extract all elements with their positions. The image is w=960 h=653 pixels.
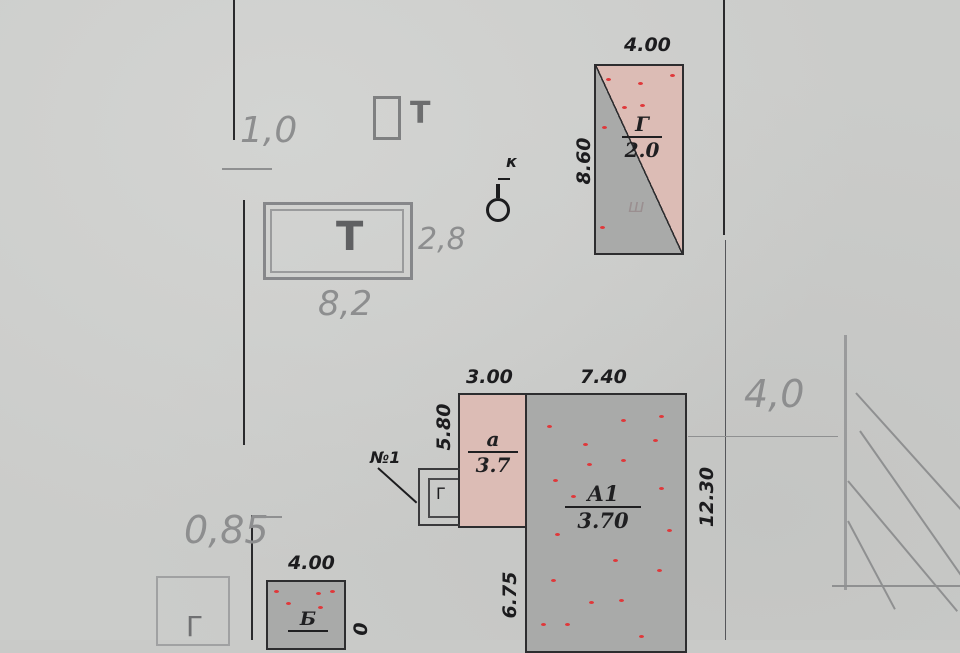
red-dot xyxy=(565,623,570,626)
red-dot xyxy=(602,126,607,129)
red-dot xyxy=(547,425,552,428)
greenhouse-label: Т xyxy=(336,214,364,260)
red-dot xyxy=(639,635,644,638)
toilet-outline xyxy=(373,96,401,140)
red-dot xyxy=(571,495,576,498)
red-dot xyxy=(286,602,291,605)
red-dot xyxy=(316,592,321,595)
pencil-top-tick xyxy=(252,516,282,518)
garage-note: ш xyxy=(628,196,645,217)
garage-width-dim: 4.00 xyxy=(624,34,671,56)
red-dot xyxy=(622,106,627,109)
main-house-length-dim: 12.30 xyxy=(696,466,718,528)
red-dot xyxy=(659,415,664,418)
toilet-label: Т xyxy=(410,96,431,131)
red-dot xyxy=(621,459,626,462)
red-dot xyxy=(583,443,588,446)
red-dot xyxy=(657,569,662,572)
red-dot xyxy=(600,226,605,229)
well-label: к xyxy=(506,152,517,171)
porch-label: №1 xyxy=(370,448,401,467)
red-dot xyxy=(638,82,643,85)
garage-length-dim: 8.60 xyxy=(573,137,595,185)
annex-length-dim: 5.80 xyxy=(433,403,455,451)
shed-building: Б xyxy=(266,580,346,650)
shed-label: Б xyxy=(288,608,328,632)
annex-label: а 3.7 xyxy=(468,427,518,477)
garage-building: Г 2.0 ш xyxy=(594,64,684,255)
greenhouse-height-dim: 2,8 xyxy=(418,222,466,257)
red-dot xyxy=(621,419,626,422)
red-dot xyxy=(589,601,594,604)
shed-width-dim: 4.00 xyxy=(288,552,335,574)
porch-outline xyxy=(418,468,460,526)
pencil-diagonal-1 xyxy=(855,392,960,587)
red-dot xyxy=(606,78,611,81)
pencil-diagonal-4 xyxy=(847,520,896,610)
main-house-building: А1 3.70 xyxy=(525,393,687,653)
red-dot xyxy=(670,74,675,77)
main-house-width-dim: 7.40 xyxy=(580,366,627,388)
main-house-side-dim: 6.75 xyxy=(499,571,521,619)
red-dot xyxy=(640,104,645,107)
main-house-label: А1 3.70 xyxy=(565,481,641,533)
red-dot xyxy=(330,590,335,593)
dim-left: 1,0 xyxy=(240,110,298,151)
red-dot xyxy=(667,529,672,532)
dim-left-tick xyxy=(222,168,272,170)
red-dot xyxy=(653,439,658,442)
red-dot xyxy=(587,463,592,466)
red-dot xyxy=(553,479,558,482)
pencil-line-base xyxy=(832,585,960,587)
greenhouse-width-dim: 8,2 xyxy=(318,284,373,324)
boundary-line-left-lower xyxy=(243,200,245,445)
red-dot xyxy=(613,559,618,562)
porch-symbol: Г xyxy=(436,484,446,503)
pencil-line-vertical xyxy=(844,335,847,590)
well-dash xyxy=(498,178,510,180)
boundary-line-left-upper xyxy=(233,0,235,140)
well-stem xyxy=(496,184,500,198)
red-dot xyxy=(659,487,664,490)
red-dot xyxy=(551,579,556,582)
boundary-line-right xyxy=(723,0,725,235)
red-dot xyxy=(274,590,279,593)
red-dot xyxy=(555,533,560,536)
porch-leader xyxy=(377,467,418,504)
annex-building: а 3.7 xyxy=(458,393,528,528)
pencil-line-horizontal xyxy=(688,436,838,437)
red-dot xyxy=(318,606,323,609)
red-dot xyxy=(619,599,624,602)
dim-right: 4,0 xyxy=(744,372,805,416)
boundary-line-bottom-left xyxy=(251,515,253,640)
annex-width-dim: 3.00 xyxy=(466,366,513,388)
dim-bottom-left: 0,85 xyxy=(184,508,269,552)
greenhouse-inner xyxy=(270,209,404,273)
red-dot xyxy=(541,623,546,626)
boundary-line-right-lower xyxy=(725,240,726,640)
porch-steps xyxy=(428,478,458,518)
bottom-left-letter: Г xyxy=(186,610,204,643)
greenhouse-outline xyxy=(263,202,413,280)
well-icon xyxy=(486,198,510,222)
garage-label: Г 2.0 xyxy=(622,112,662,162)
